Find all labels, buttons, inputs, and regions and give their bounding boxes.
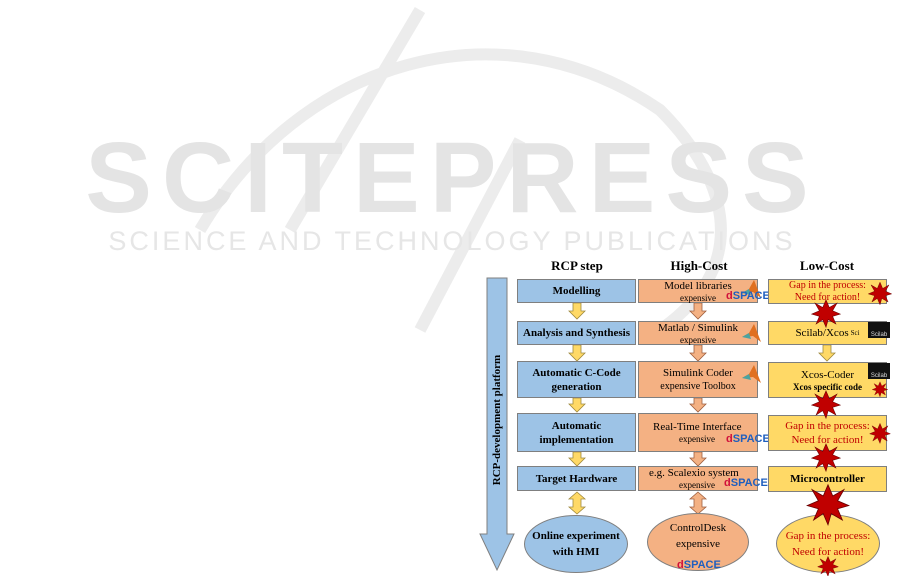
gap-burst-icon <box>868 281 892 305</box>
matlab-logo-icon <box>742 280 761 298</box>
high-cost-main: Simulink Coder <box>663 366 733 379</box>
arrow-down <box>568 397 586 413</box>
gap-burst-icon <box>806 484 850 526</box>
step-label: Automatic C-Code generation <box>532 366 621 393</box>
step-implementation: Automatic implementation <box>517 413 636 452</box>
gap-burst-icon <box>811 390 841 419</box>
arrow-down <box>689 344 707 362</box>
arrow-down <box>689 397 707 413</box>
arrow-down <box>568 344 586 362</box>
gap-sub: Need for action! <box>791 545 865 558</box>
gap-burst-icon <box>872 381 888 397</box>
high-cost-main: Matlab / Simulink <box>657 321 739 334</box>
gap-main: Gap in the process: <box>785 420 870 432</box>
gap-burst-icon <box>811 443 841 472</box>
gap-sub: Need for action! <box>794 291 861 303</box>
high-cost-target-hardware: e.g. Scalexio system expensive <box>638 466 758 491</box>
dspace-logo: dSPACE <box>724 477 768 489</box>
step-label: Automatic implementation <box>539 419 614 446</box>
gap-sub: Need for action! <box>791 434 864 446</box>
high-cost-analysis: Matlab / Simulink expensive <box>638 321 758 345</box>
arrow-down <box>818 344 836 362</box>
header-low-cost: Low-Cost <box>799 258 855 273</box>
high-cost-main: Model libraries <box>664 279 732 292</box>
low-cost-main: Xcos-Coder <box>800 368 855 381</box>
gap-burst-icon <box>811 299 841 328</box>
arrow-down <box>568 302 586 320</box>
arrow-double <box>567 491 587 515</box>
high-cost-sub: expensive <box>679 480 715 490</box>
watermark-subtitle: SCIENCE AND TECHNOLOGY PUBLICATIONS <box>108 226 796 256</box>
oval-main: ControlDesk <box>669 522 727 534</box>
high-cost-sub: expensive Toolbox <box>660 380 736 392</box>
scilab-logo: Scilab <box>868 363 890 379</box>
high-cost-main: e.g. Scalexio system <box>649 467 739 479</box>
gap-main: Gap in the process: <box>789 279 866 291</box>
gap-burst-icon <box>817 556 839 576</box>
dspace-logo: dSPACE <box>726 433 770 445</box>
high-cost-implementation: Real-Time Interface expensive <box>638 413 758 452</box>
low-cost-gap-modelling: Gap in the process: Need for action! <box>768 279 887 304</box>
oval-controldesk: ControlDesk expensive <box>647 513 749 571</box>
oval-label: Online experiment with HMI <box>532 530 620 558</box>
low-cost-microcontroller: Microcontroller <box>768 466 887 492</box>
scilab-logo: Scilab <box>868 322 890 338</box>
process-arrow <box>479 277 515 572</box>
oval-sub: expensive <box>676 538 720 550</box>
oval-online-experiment: Online experiment with HMI <box>524 515 628 573</box>
header-high-cost: High-Cost <box>670 258 728 273</box>
header-rcp-step: RCP step <box>551 258 603 273</box>
low-cost-gap-implementation: Gap in the process: Need for action! <box>768 415 887 451</box>
high-cost-sub: expensive <box>680 334 716 345</box>
low-cost-sub: Xcos specific code <box>793 381 862 392</box>
step-target-hardware: Target Hardware <box>517 466 636 491</box>
high-cost-code-generation: Simulink Coder expensive Toolbox <box>638 361 758 398</box>
gap-main: Gap in the process: <box>785 529 871 542</box>
matlab-logo-icon <box>742 365 761 383</box>
high-cost-modelling: Model libraries expensive <box>638 279 758 303</box>
step-label: Analysis and Synthesis <box>523 327 630 339</box>
step-analysis: Analysis and Synthesis <box>517 321 636 345</box>
dspace-logo: dSPACE <box>677 559 721 571</box>
low-cost-main: Scilab/Xcos <box>795 327 849 339</box>
low-cost-main: Microcontroller <box>790 473 865 485</box>
dspace-logo: dSPACE <box>726 290 770 302</box>
high-cost-sub: expensive <box>680 292 716 303</box>
step-label: Modelling <box>552 285 601 297</box>
arrow-down <box>689 451 707 467</box>
step-code-generation: Automatic C-Code generation <box>517 361 636 398</box>
high-cost-main: Real-Time Interface <box>653 421 742 433</box>
matlab-logo-icon <box>742 324 761 342</box>
step-label: Target Hardware <box>535 472 618 485</box>
step-modelling: Modelling <box>517 279 636 303</box>
high-cost-sub: expensive <box>679 434 715 444</box>
arrow-down <box>568 451 586 467</box>
arrow-down <box>689 302 707 320</box>
gap-burst-icon <box>869 423 891 444</box>
watermark-title: SCITEPRESS <box>85 122 819 234</box>
